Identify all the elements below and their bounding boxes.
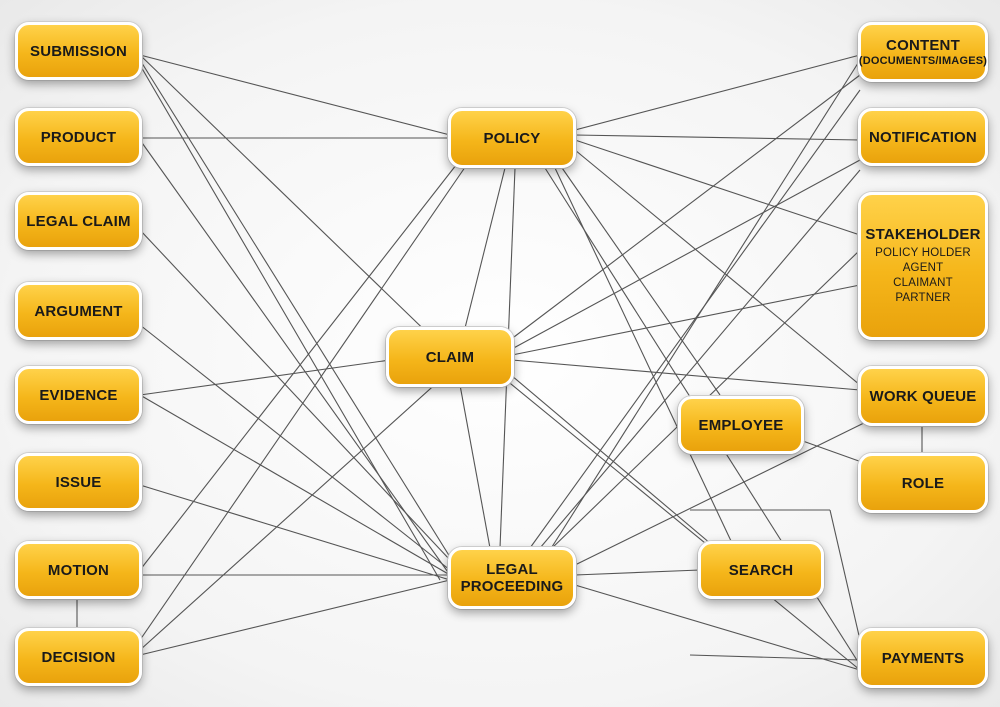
- node-label-line1: LEGAL: [486, 561, 538, 578]
- edge: [529, 89, 861, 549]
- edge: [464, 167, 506, 329]
- edge: [574, 134, 861, 141]
- node-notification[interactable]: NOTIFICATION: [858, 108, 988, 166]
- edge: [504, 369, 731, 561]
- edge: [574, 419, 871, 566]
- edge: [139, 54, 441, 346]
- node-payments[interactable]: PAYMENTS: [858, 628, 988, 688]
- edge: [139, 324, 451, 571]
- node-evidence[interactable]: EVIDENCE: [15, 366, 142, 424]
- node-claim[interactable]: CLAIM: [386, 327, 514, 387]
- edge: [139, 64, 441, 581]
- edge: [574, 584, 861, 671]
- edge: [139, 139, 451, 576]
- edge: [139, 54, 451, 136]
- node-role[interactable]: ROLE: [858, 453, 988, 513]
- edge: [539, 169, 861, 549]
- node-legal-claim[interactable]: LEGAL CLAIM: [15, 192, 142, 250]
- node-decision[interactable]: DECISION: [15, 628, 142, 686]
- node-employee[interactable]: EMPLOYEE: [678, 396, 804, 454]
- node-label: PRODUCT: [40, 128, 117, 146]
- stakeholder-item: PARTNER: [895, 292, 951, 304]
- node-label: SUBMISSION: [29, 42, 127, 60]
- node-sublabel: (DOCUMENTS/IMAGES): [858, 54, 988, 67]
- node-label: ISSUE: [55, 473, 102, 491]
- edge: [574, 569, 701, 576]
- edge: [139, 394, 451, 576]
- edge: [689, 654, 861, 661]
- node-label: PAYMENTS: [881, 649, 965, 667]
- node-motion[interactable]: MOTION: [15, 541, 142, 599]
- node-product[interactable]: PRODUCT: [15, 108, 142, 166]
- node-label: ARGUMENT: [34, 302, 123, 320]
- node-label: MOTION: [47, 561, 110, 579]
- node-submission[interactable]: SUBMISSION: [15, 22, 142, 80]
- node-label-line2: PROCEEDING: [460, 578, 564, 595]
- node-label: STAKEHOLDER: [865, 226, 981, 243]
- node-label: LEGAL CLAIM: [26, 212, 131, 230]
- node-policy[interactable]: POLICY: [448, 108, 576, 168]
- node-issue[interactable]: ISSUE: [15, 453, 142, 511]
- edge: [139, 159, 461, 571]
- node-label: DECISION: [41, 648, 116, 666]
- node-work-queue[interactable]: WORK QUEUE: [858, 366, 988, 426]
- edge: [139, 159, 471, 641]
- edge: [509, 74, 861, 341]
- edge: [139, 229, 451, 561]
- edge: [574, 149, 861, 386]
- node-label: ROLE: [901, 474, 945, 492]
- node-label: EMPLOYEE: [698, 416, 784, 434]
- node-label: NOTIFICATION: [869, 128, 977, 146]
- node-search[interactable]: SEARCH: [698, 541, 824, 599]
- node-label: POLICY: [483, 129, 541, 147]
- node-label: EVIDENCE: [39, 386, 118, 404]
- edge: [139, 379, 441, 651]
- edge: [139, 59, 456, 566]
- node-argument[interactable]: ARGUMENT: [15, 282, 142, 340]
- node-label: SEARCH: [728, 561, 794, 579]
- node-stakeholder[interactable]: STAKEHOLDER POLICY HOLDER AGENT CLAIMANT…: [858, 192, 988, 340]
- node-content[interactable]: CONTENT (DOCUMENTS/IMAGES): [858, 22, 988, 82]
- edge: [139, 359, 391, 396]
- node-label: CONTENT: [886, 36, 960, 54]
- node-label: WORK QUEUE: [869, 387, 977, 405]
- edge: [139, 579, 451, 656]
- node-label: CLAIM: [425, 348, 475, 366]
- edge: [459, 384, 491, 549]
- stakeholder-item: POLICY HOLDER: [875, 247, 971, 259]
- edge: [549, 59, 861, 551]
- edge: [509, 159, 861, 351]
- edge: [139, 484, 451, 581]
- edge: [574, 139, 861, 236]
- edge: [511, 284, 861, 356]
- edge: [574, 54, 861, 131]
- edge: [829, 509, 861, 641]
- stakeholder-item: CLAIMANT: [893, 277, 953, 289]
- edge: [499, 374, 861, 671]
- node-legal-proceeding[interactable]: LEGAL PROCEEDING: [448, 547, 576, 609]
- stakeholder-item: AGENT: [902, 262, 944, 274]
